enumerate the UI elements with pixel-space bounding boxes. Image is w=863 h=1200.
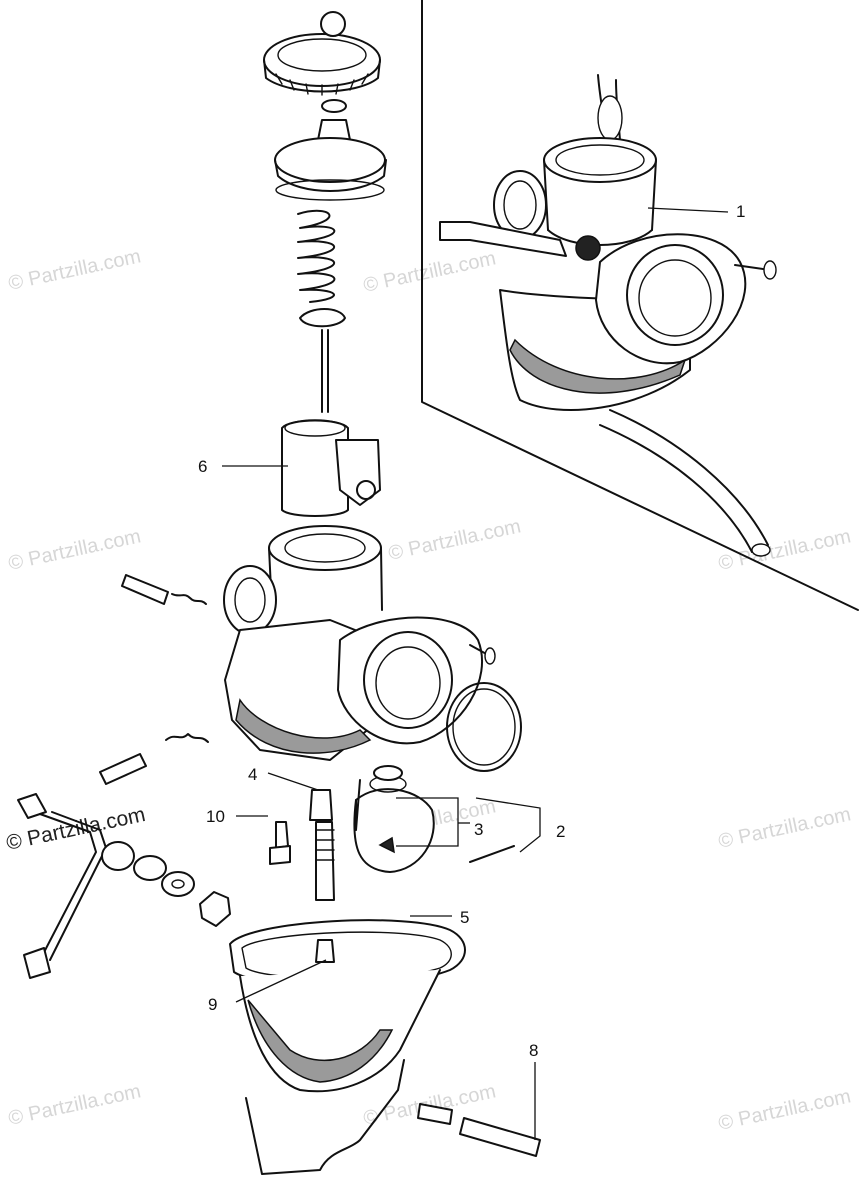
- top-cover: [274, 137, 386, 183]
- callout-8: 8: [529, 1041, 538, 1060]
- drain-tube-short: [417, 1103, 453, 1125]
- watermark: © Partzilla.com: [6, 1080, 142, 1130]
- main-jet: [315, 939, 335, 963]
- callout-6: 6: [198, 457, 207, 476]
- watermark: © Partzilla.com: [716, 1085, 852, 1135]
- watermark: © Partzilla.com: [6, 525, 142, 575]
- top-ring-cap: [263, 33, 381, 87]
- assembly-inset: [421, 0, 859, 611]
- callout-3: 3: [474, 820, 483, 839]
- inset-frame: [421, 0, 859, 611]
- choke-nut: [199, 891, 231, 927]
- callout-4: 4: [248, 765, 257, 784]
- o-ring: [446, 682, 522, 772]
- callout-1: 1: [736, 202, 745, 221]
- cap-nipple: [320, 11, 346, 37]
- float-valve: [373, 765, 403, 781]
- carb-bore-top: [268, 525, 382, 571]
- idle-screw: [121, 574, 169, 605]
- throttle-spring: [297, 209, 336, 303]
- jet-holder: [315, 821, 335, 901]
- exploded-parts: [17, 11, 541, 1175]
- pilot-screw: [99, 753, 147, 785]
- bowl-clip-wire: [245, 1059, 405, 1175]
- callout-9: 9: [208, 995, 217, 1014]
- pilot-spring: [165, 733, 209, 743]
- intake-bore: [223, 565, 277, 635]
- watermark: © Partzilla.com: [716, 525, 852, 575]
- idle-screw-spring: [171, 593, 207, 605]
- choke-knob: [17, 793, 47, 819]
- watermark: © Partzilla.com: [716, 803, 852, 853]
- watermark: © Partzilla.com: [386, 515, 522, 565]
- overflow-tube: [609, 409, 769, 546]
- leader-lines: [222, 207, 729, 1140]
- drain-tube: [459, 1117, 541, 1157]
- choke-clip: [133, 855, 167, 881]
- watermark: © Partzilla.com: [361, 247, 497, 297]
- float-pin: [469, 845, 515, 863]
- callout-5: 5: [460, 908, 469, 927]
- callout-numbers: 1 2 3 4 5 6 8 9 10: [198, 202, 745, 1060]
- jet-needle: [321, 329, 329, 413]
- callout-2: 2: [556, 822, 565, 841]
- callout-10: 10: [206, 807, 225, 826]
- washer: [321, 99, 347, 113]
- slow-jet: [275, 821, 289, 849]
- watermark: © Partzilla.com: [6, 245, 142, 295]
- choke-washer: [101, 841, 135, 871]
- float: [353, 788, 435, 873]
- spring-seat: [299, 308, 346, 328]
- choke-lever: [439, 221, 567, 257]
- needle-jet: [309, 789, 333, 821]
- cable-boot: [597, 95, 623, 141]
